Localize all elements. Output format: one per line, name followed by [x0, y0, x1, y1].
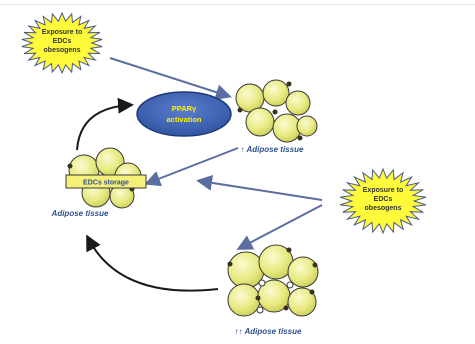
- small-cell: [258, 279, 266, 287]
- storage-box-label: EDCs storage: [83, 180, 129, 187]
- fat-cell: [287, 256, 319, 288]
- adipose-top-label: ↑ Adipose tissue: [241, 145, 304, 154]
- adipose-cluster-bottom: ↑↑ Adipose tissue: [227, 244, 319, 336]
- fat-cell: [296, 115, 318, 137]
- nucleus: [309, 289, 315, 295]
- fat-cell: [245, 107, 275, 137]
- nucleus: [272, 109, 278, 115]
- arrows-group: [76, 57, 323, 292]
- starburst-top-line3: obesogens: [44, 47, 81, 54]
- ppar-line1: PPARγ: [172, 104, 197, 113]
- nucleus: [286, 81, 292, 87]
- starburst-right-line2: EDCs: [374, 196, 393, 203]
- ppar-activation: PPARγ activation: [136, 91, 232, 137]
- fat-cell: [262, 79, 290, 107]
- fat-cell: [287, 287, 317, 317]
- nucleus: [67, 163, 73, 169]
- fat-cell: [285, 90, 311, 116]
- nucleus: [297, 135, 303, 141]
- arrow-top-burst-to-tissue: [109, 57, 232, 100]
- storage-box: [65, 174, 147, 189]
- adipose-left-label: Adipose tissue: [51, 209, 109, 218]
- arrow-tissue-to-storage: [144, 147, 239, 187]
- starburst-right-line3: obesogens: [365, 205, 402, 212]
- nucleus: [312, 262, 318, 268]
- starburst-top-line1: Exposure to: [42, 29, 82, 36]
- starburst-right-line1: Exposure to: [363, 187, 403, 194]
- nucleus: [283, 305, 289, 311]
- starburst-right-shape: [339, 167, 427, 235]
- starburst-top-line2: EDCs: [53, 38, 72, 45]
- fat-cell: [227, 283, 261, 317]
- adipose-cluster-left: EDCs storage Adipose tissue: [51, 147, 147, 218]
- nucleus: [255, 295, 261, 301]
- nucleus: [227, 261, 233, 267]
- nucleus: [237, 107, 243, 113]
- starburst-top: Exposure to EDCs obesogens: [21, 11, 103, 75]
- starburst-right: Exposure to EDCs obesogens: [339, 167, 427, 235]
- top-divider: [0, 4, 475, 5]
- small-cell: [256, 306, 264, 314]
- ppar-ellipse: [136, 91, 232, 137]
- arrow-right-burst-to-bottom-tissue: [236, 204, 323, 250]
- adipose-bottom-label: ↑↑ Adipose tissue: [235, 327, 302, 336]
- small-cell: [286, 281, 294, 289]
- arrow-cycle-to-ppar: [76, 97, 134, 151]
- ppar-line2: activation: [166, 115, 201, 124]
- starburst-top-shape: [21, 11, 103, 75]
- nucleus: [286, 247, 292, 253]
- arrow-right-burst-to-storage: [196, 174, 323, 201]
- arrow-cycle-from-bottom-tissue: [86, 234, 219, 292]
- adipose-cluster-top: ↑ Adipose tissue: [235, 79, 318, 154]
